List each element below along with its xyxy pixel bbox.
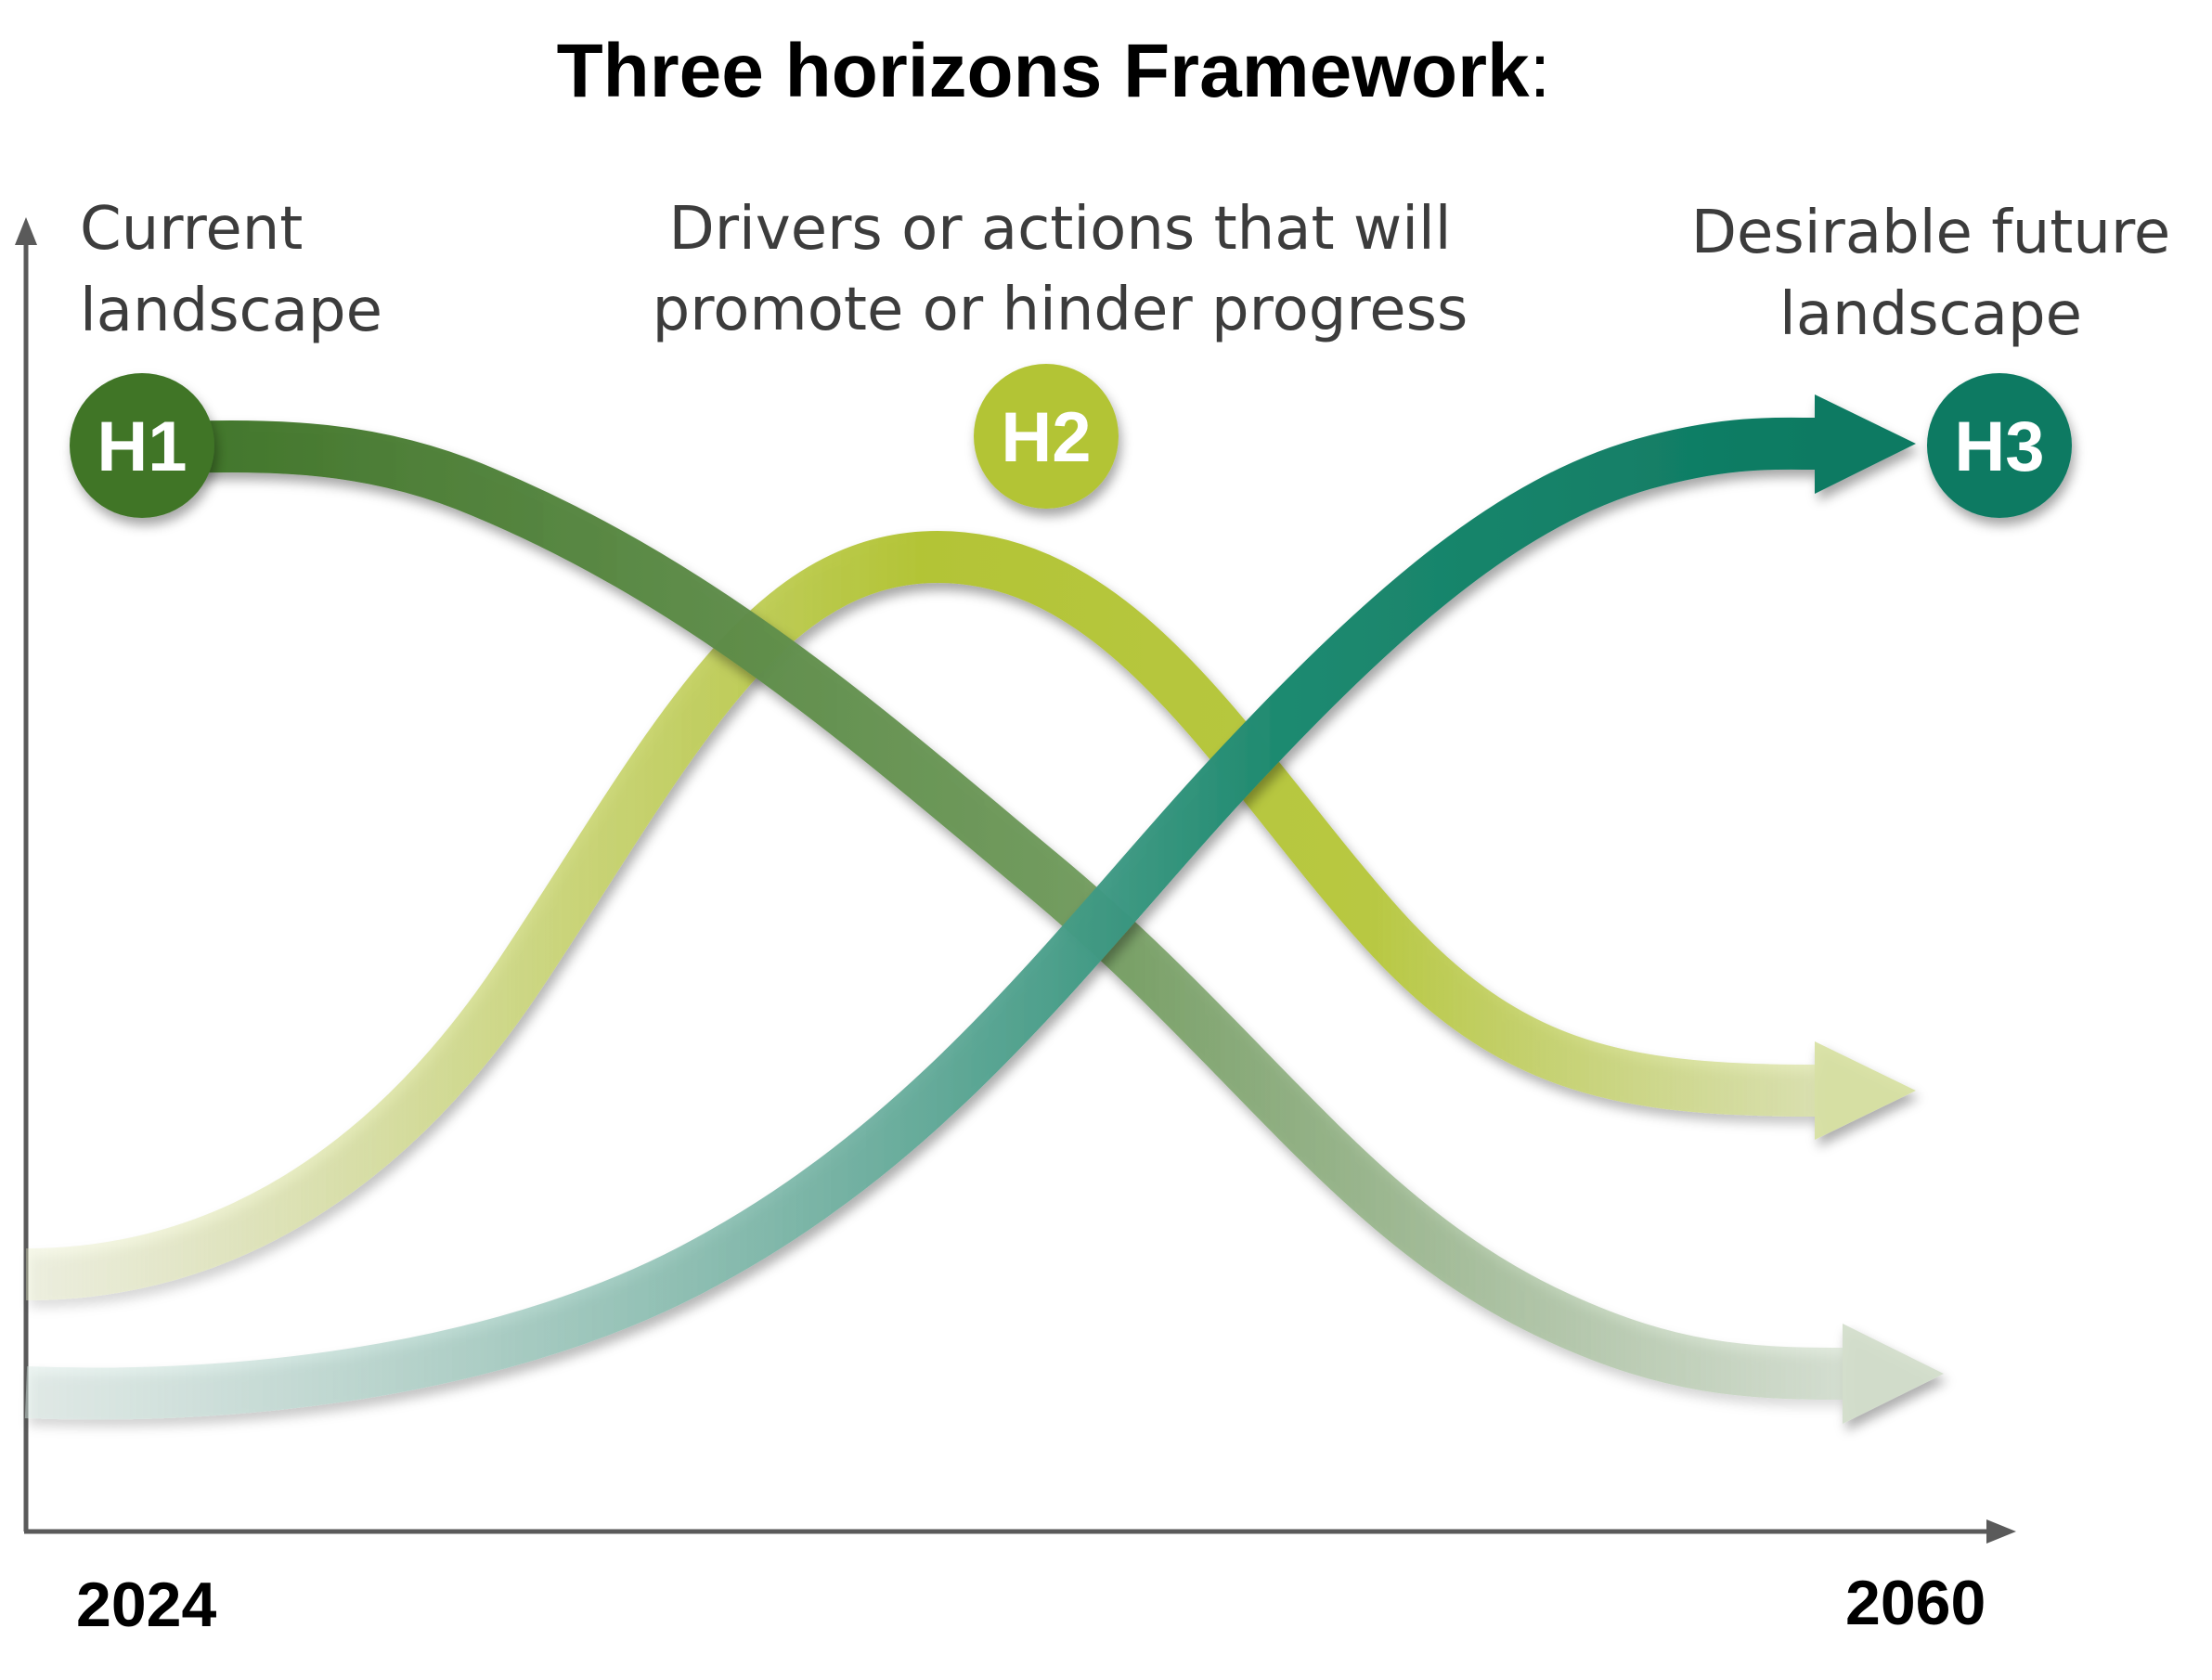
h1-badge-label: H1 [97, 407, 187, 486]
h2-curve-line [25, 530, 1816, 1300]
h2-badge: H2 [974, 364, 1119, 509]
h3-badge: H3 [1927, 373, 2072, 518]
caption-h3-line1: Desirable future [1691, 199, 2170, 267]
h1-arrowhead [1843, 1324, 1944, 1424]
caption-current-landscape: Current landscape [80, 195, 382, 345]
h1-curve-line [138, 420, 1843, 1400]
caption-h1-line1: Current [80, 195, 303, 264]
y-axis-arrowhead [15, 217, 37, 245]
caption-desirable-future: Desirable future landscape [1691, 199, 2170, 349]
h3-curve-line [24, 417, 1816, 1420]
x-axis-arrowhead [1986, 1519, 2016, 1544]
x-axis-start-label: 2024 [76, 1570, 216, 1640]
h1-badge-circle [70, 373, 214, 518]
h2-badge-label: H2 [1001, 398, 1091, 477]
h2-curve [25, 530, 1916, 1300]
h3-badge-circle [1927, 373, 2072, 518]
h2-badge-circle [974, 364, 1119, 509]
caption-h3-line2: landscape [1779, 280, 2082, 349]
caption-h2-line2: promote or hinder progress [653, 276, 1468, 344]
caption-drivers: Drivers or actions that will promote or … [653, 195, 1468, 344]
h1-badge: H1 [70, 373, 214, 518]
caption-h1-line2: landscape [80, 277, 382, 345]
page-title: Three horizons Framework: [557, 29, 1551, 113]
h3-curve [24, 394, 1916, 1420]
h3-arrowhead [1815, 394, 1916, 494]
axes [15, 217, 2016, 1544]
caption-h2-line1: Drivers or actions that will [668, 195, 1451, 264]
h2-arrowhead [1815, 1041, 1916, 1140]
x-axis-end-label: 2060 [1845, 1568, 1986, 1638]
h3-badge-label: H3 [1954, 407, 2044, 486]
h1-curve [138, 420, 1944, 1424]
